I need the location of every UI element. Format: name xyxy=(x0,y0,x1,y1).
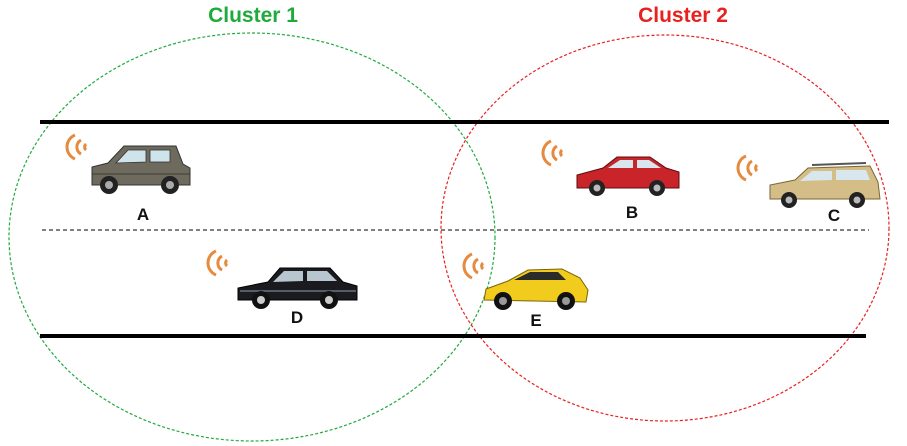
signal-wifi-icon xyxy=(541,139,564,167)
limousine-car-icon xyxy=(237,267,358,309)
sports-car-icon xyxy=(483,268,589,310)
vehicle-label-a: A xyxy=(137,205,149,224)
cluster-1-boundary xyxy=(8,32,496,442)
vehicle-label-c: C xyxy=(828,206,840,225)
vehicle-label-d: D xyxy=(291,308,303,327)
signal-wifi-icon xyxy=(736,154,759,182)
signal-wifi-icon xyxy=(65,133,88,161)
signal-wifi-icon xyxy=(462,252,485,280)
wagon-car-icon xyxy=(769,162,881,208)
signal-wifi-icon xyxy=(206,249,229,277)
vehicle-label-e: E xyxy=(530,311,541,330)
suv-car-icon xyxy=(91,145,191,194)
cluster-2-boundary xyxy=(440,34,890,422)
cluster-1-title: Cluster 1 xyxy=(208,4,298,27)
sedan-car-icon xyxy=(576,156,680,196)
cluster-2-title: Cluster 2 xyxy=(638,4,728,27)
vehicle-label-b: B xyxy=(626,203,638,222)
